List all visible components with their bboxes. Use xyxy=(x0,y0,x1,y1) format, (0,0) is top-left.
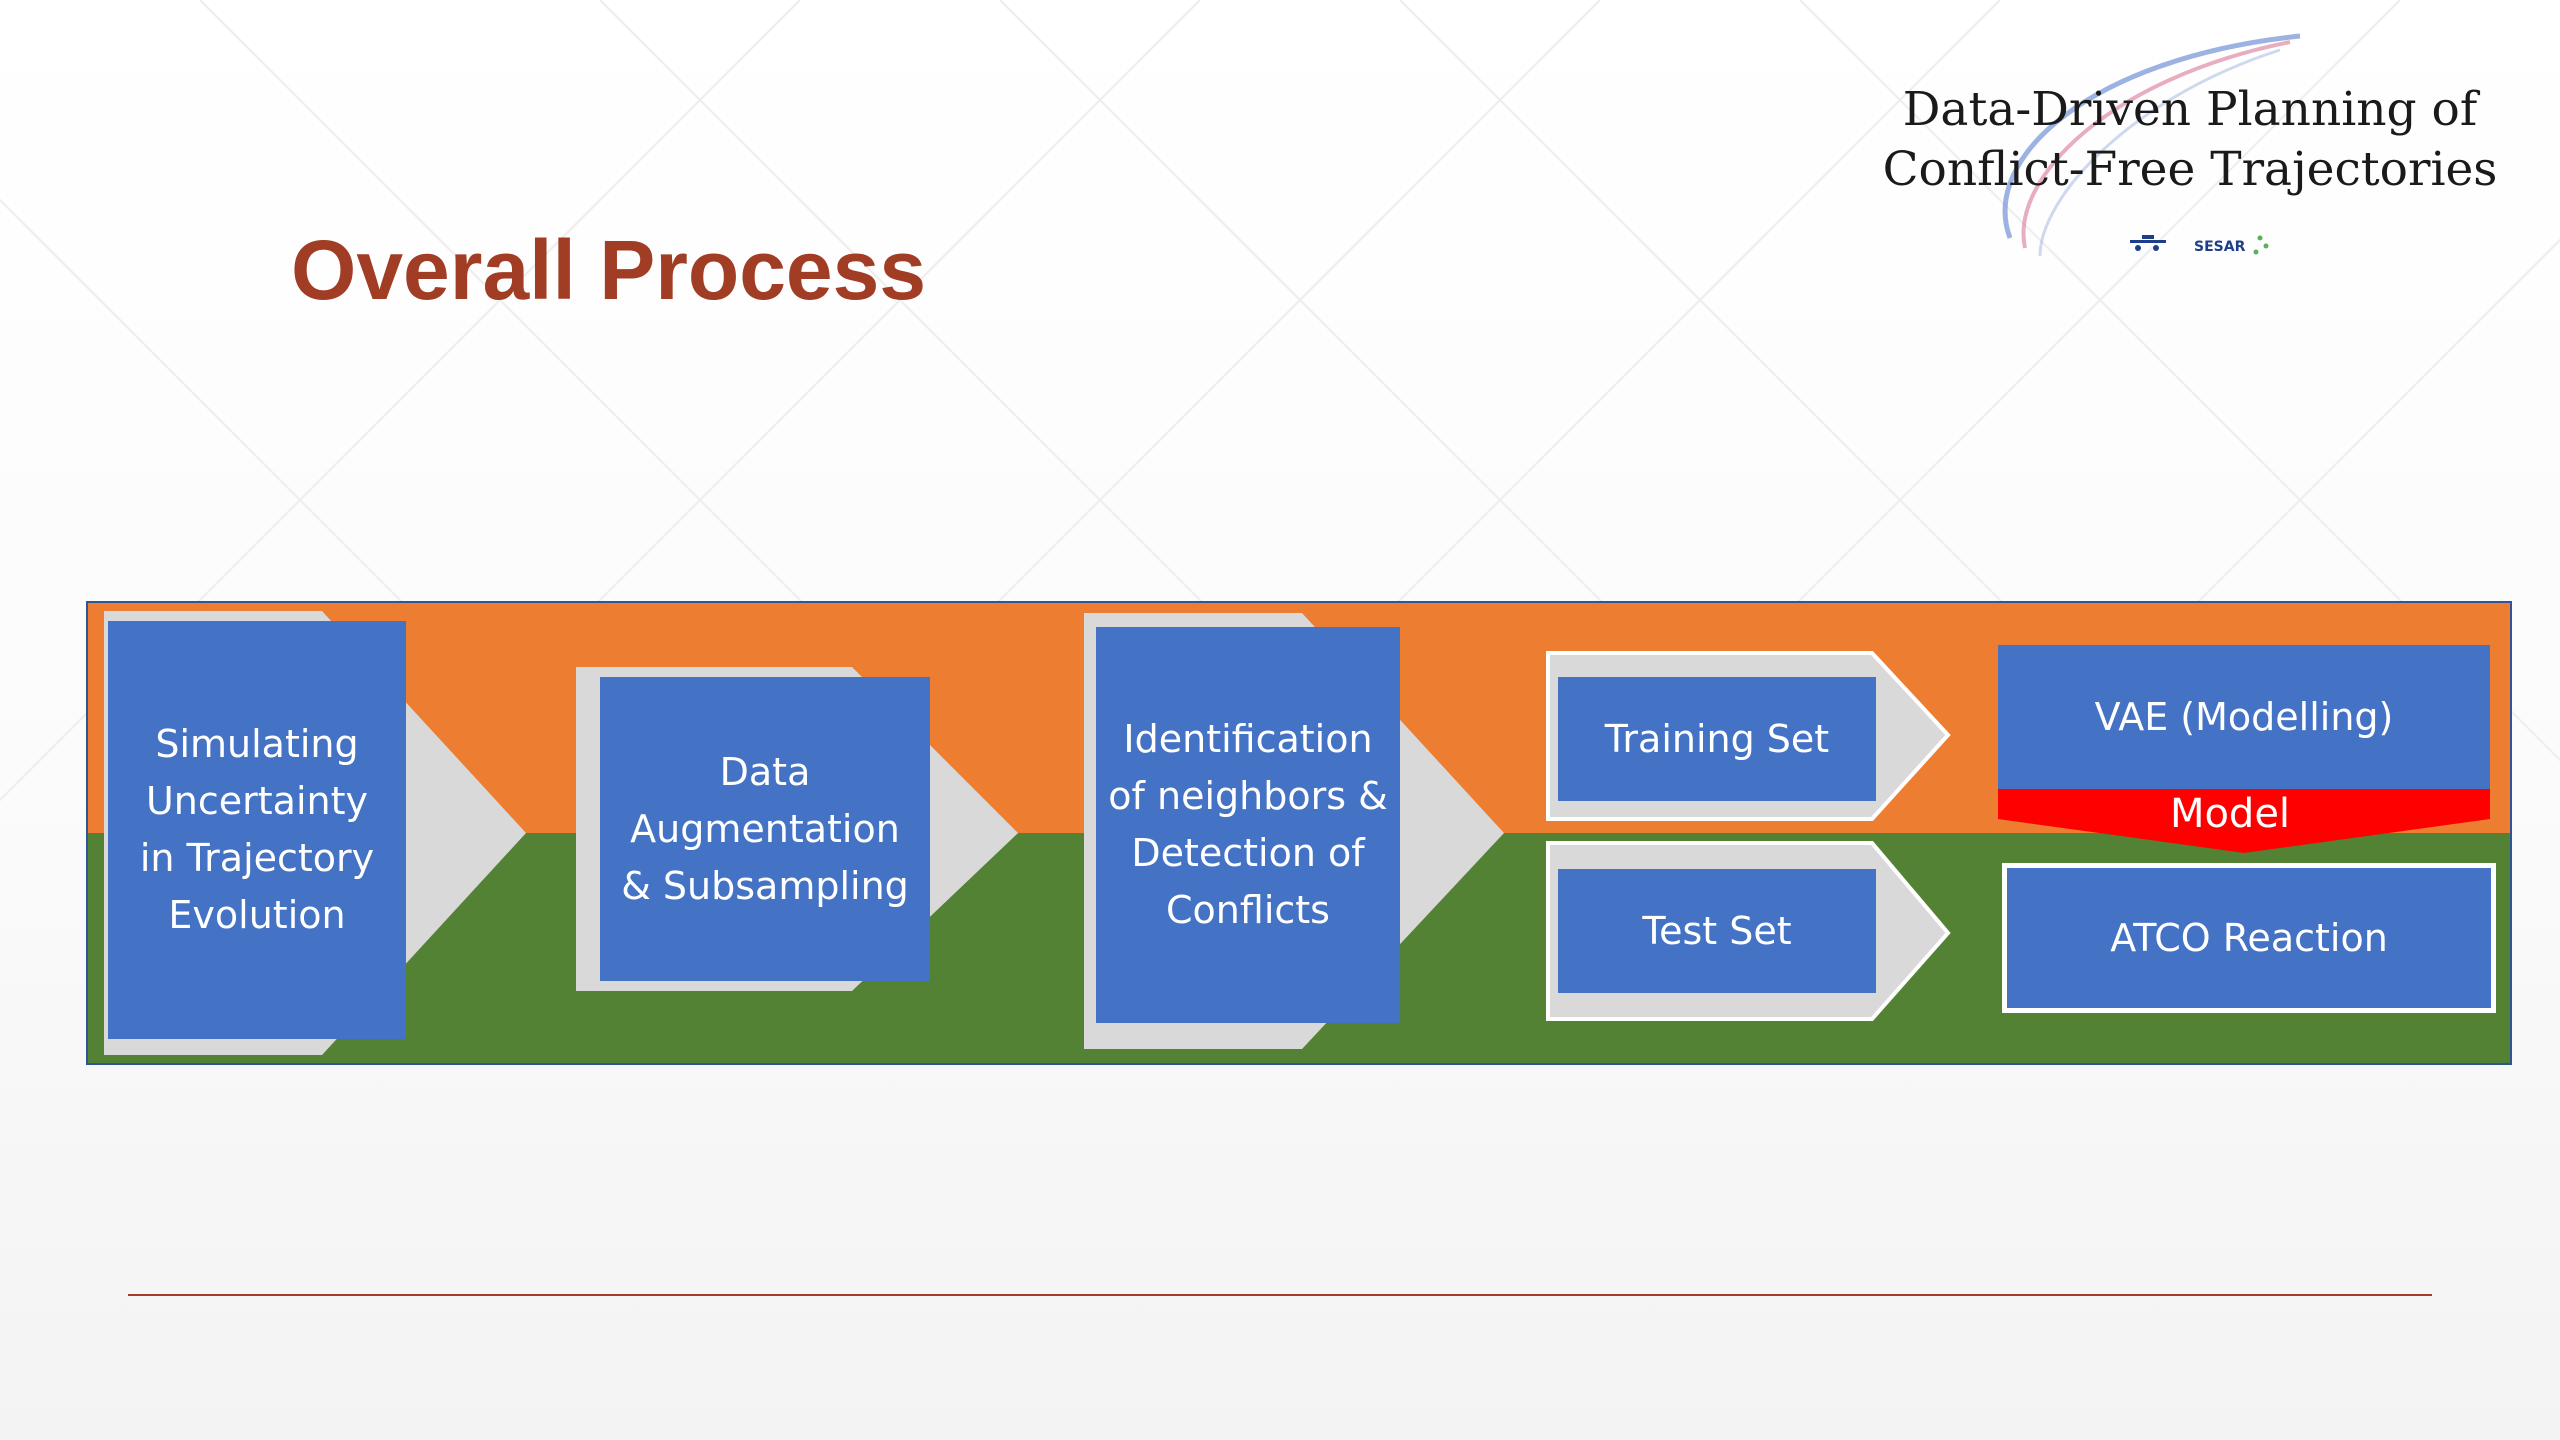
sesar-badge-text: SESAR xyxy=(2194,239,2246,255)
model-chevron-shape xyxy=(1998,787,2490,853)
model-label: Model xyxy=(2169,791,2291,837)
training-set-box: Training Set xyxy=(1558,677,1876,801)
sesar-badge-icon xyxy=(2130,235,2269,255)
footer-rule xyxy=(128,1294,2432,1296)
step-simulating-uncertainty: Simulating Uncertainty in Trajectory Evo… xyxy=(108,621,406,1039)
project-logo: Data-Driven Planning of Conflict-Free Tr… xyxy=(1860,28,2520,278)
diagram-border xyxy=(86,601,2512,1065)
slide-title: Overall Process xyxy=(291,223,927,317)
logo-title-line2: Conflict-Free Trajectories xyxy=(1882,142,2498,197)
vae-modelling-box: VAE (Modelling) xyxy=(1998,645,2490,789)
test-set-box: Test Set xyxy=(1558,869,1876,993)
step-data-augmentation: Data Augmentation & Subsampling xyxy=(600,677,930,981)
atco-reaction-box: ATCO Reaction xyxy=(2002,863,2496,1013)
step-identification-detection: Identification of neighbors & Detection … xyxy=(1096,627,1400,1023)
process-diagram: Simulating Uncertainty in Trajectory Evo… xyxy=(86,601,2512,1065)
logo-title-line1: Data-Driven Planning of xyxy=(1902,82,2478,137)
logo-swoosh-icon xyxy=(2002,33,2301,257)
